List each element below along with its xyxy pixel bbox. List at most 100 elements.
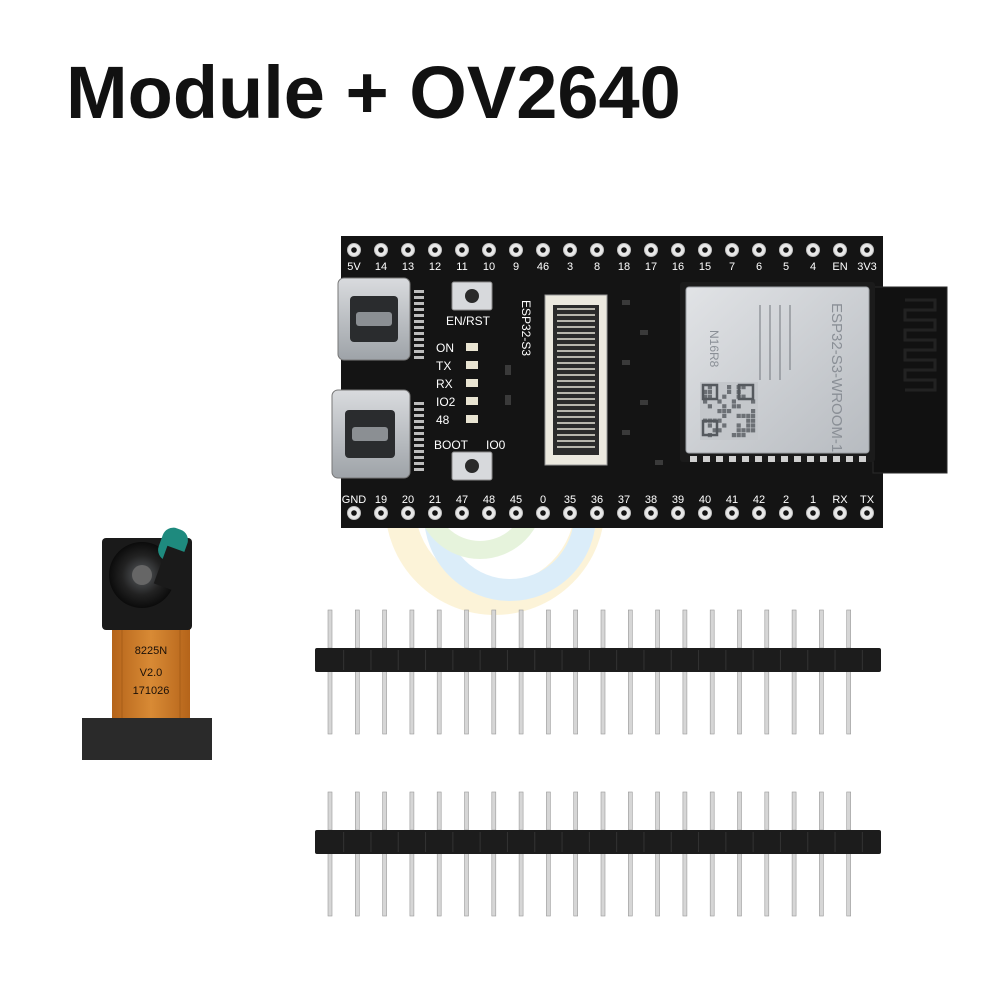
header-pin (491, 791, 497, 831)
bottom-pin-label: 40 (699, 494, 711, 506)
top-pin-label: 16 (672, 261, 684, 273)
header-pin (464, 791, 469, 831)
header-pin (518, 609, 524, 649)
header-pin (655, 791, 660, 831)
led-label: RX (436, 377, 453, 391)
header-pin (682, 791, 688, 831)
top-pin-label: 8 (594, 261, 600, 273)
led-label: ON (436, 341, 454, 355)
header-pin (791, 609, 797, 649)
header-pin (354, 791, 360, 831)
top-pin-label: 11 (456, 261, 467, 273)
header-pin (627, 791, 633, 831)
header-pin (409, 791, 415, 831)
header-pin (327, 791, 333, 831)
reset-label: EN/RST (446, 314, 491, 328)
top-pin-label: 10 (483, 261, 495, 273)
product-title: Module + OV2640 (66, 51, 681, 134)
camera-connector (82, 718, 212, 760)
esp32-s3-wroom-module: ESP32-S3-WROOM-1 N16R8 (680, 282, 875, 462)
header-pin (546, 609, 551, 649)
header-plastic (315, 830, 881, 854)
header-pin (627, 609, 633, 649)
top-pin-label: 12 (429, 261, 441, 273)
header-pin (546, 791, 551, 831)
camera-text-line-2: V2.0 (140, 667, 163, 679)
top-pin-label: 5 (783, 261, 789, 273)
pin-header-strip-1 (315, 609, 881, 735)
boot-button[interactable] (451, 451, 493, 481)
bottom-pin-label: 36 (591, 494, 603, 506)
bottom-pin-label: 21 (429, 494, 441, 506)
header-pin (764, 791, 770, 831)
top-pin-label: 4 (810, 261, 816, 273)
header-pin (354, 609, 360, 649)
header-pin (846, 791, 852, 831)
io0-label: IO0 (486, 438, 506, 452)
led (466, 343, 478, 351)
top-pin-label: 15 (699, 261, 711, 273)
bottom-pin-label: TX (860, 494, 875, 506)
header-pin (737, 791, 742, 831)
led-label: TX (436, 359, 451, 373)
header-pin (573, 791, 579, 831)
top-pin-label: 17 (645, 261, 657, 273)
led (466, 415, 478, 423)
bottom-pin-label: 19 (375, 494, 387, 506)
header-pin (600, 791, 606, 831)
module-small-text: N16R8 (707, 330, 721, 368)
led-label: 48 (436, 413, 450, 427)
top-pin-label: 3 (567, 261, 573, 273)
bottom-pin-label: 42 (753, 494, 765, 506)
reset-button[interactable] (451, 281, 493, 311)
top-pin-label: 9 (513, 261, 519, 273)
header-pin (709, 791, 715, 831)
bottom-pin-label: 35 (564, 494, 576, 506)
usb-c-port-bottom (331, 389, 411, 479)
status-leds: ON TX RX IO2 48 (436, 341, 478, 427)
header-pin (518, 791, 524, 831)
usb-c-port-top (337, 277, 411, 361)
bottom-pin-label: RX (832, 494, 848, 506)
pin-header-strip-2 (315, 791, 881, 917)
led (466, 379, 478, 387)
bottom-pin-label: 2 (783, 494, 789, 506)
camera-text-line-3: 171026 (133, 685, 170, 697)
header-pin (382, 791, 387, 831)
bottom-pin-label: 0 (540, 494, 546, 506)
top-pin-label: 18 (618, 261, 630, 273)
header-plastic (315, 648, 881, 672)
header-pin (409, 609, 415, 649)
qr-code (700, 382, 758, 440)
camera-text-line-1: 8225N (135, 645, 167, 657)
header-pin (737, 609, 742, 649)
top-pin-label: 13 (402, 261, 414, 273)
bottom-pin-label: 48 (483, 494, 495, 506)
header-pin (709, 609, 715, 649)
led-label: IO2 (436, 395, 456, 409)
header-pin (491, 609, 497, 649)
header-pin (382, 609, 387, 649)
header-pin (436, 609, 442, 649)
top-pin-label: 7 (729, 261, 735, 273)
top-pin-label: 5V (347, 261, 361, 273)
led (466, 397, 478, 405)
header-pin (819, 609, 824, 649)
bottom-pin-label: 20 (402, 494, 414, 506)
camera-fpc-connector (544, 294, 608, 466)
bottom-pin-label: 38 (645, 494, 657, 506)
header-pin (846, 609, 852, 649)
bottom-pin-label: 47 (456, 494, 468, 506)
header-pin (327, 609, 333, 649)
header-pin (655, 609, 660, 649)
header-pin (436, 791, 442, 831)
header-pin (682, 609, 688, 649)
header-pin (791, 791, 797, 831)
top-pin-label: 6 (756, 261, 762, 273)
bottom-pin-label: 39 (672, 494, 684, 506)
boot-label: BOOT (434, 438, 469, 452)
led (466, 361, 478, 369)
bottom-pin-label: GND (342, 494, 367, 506)
